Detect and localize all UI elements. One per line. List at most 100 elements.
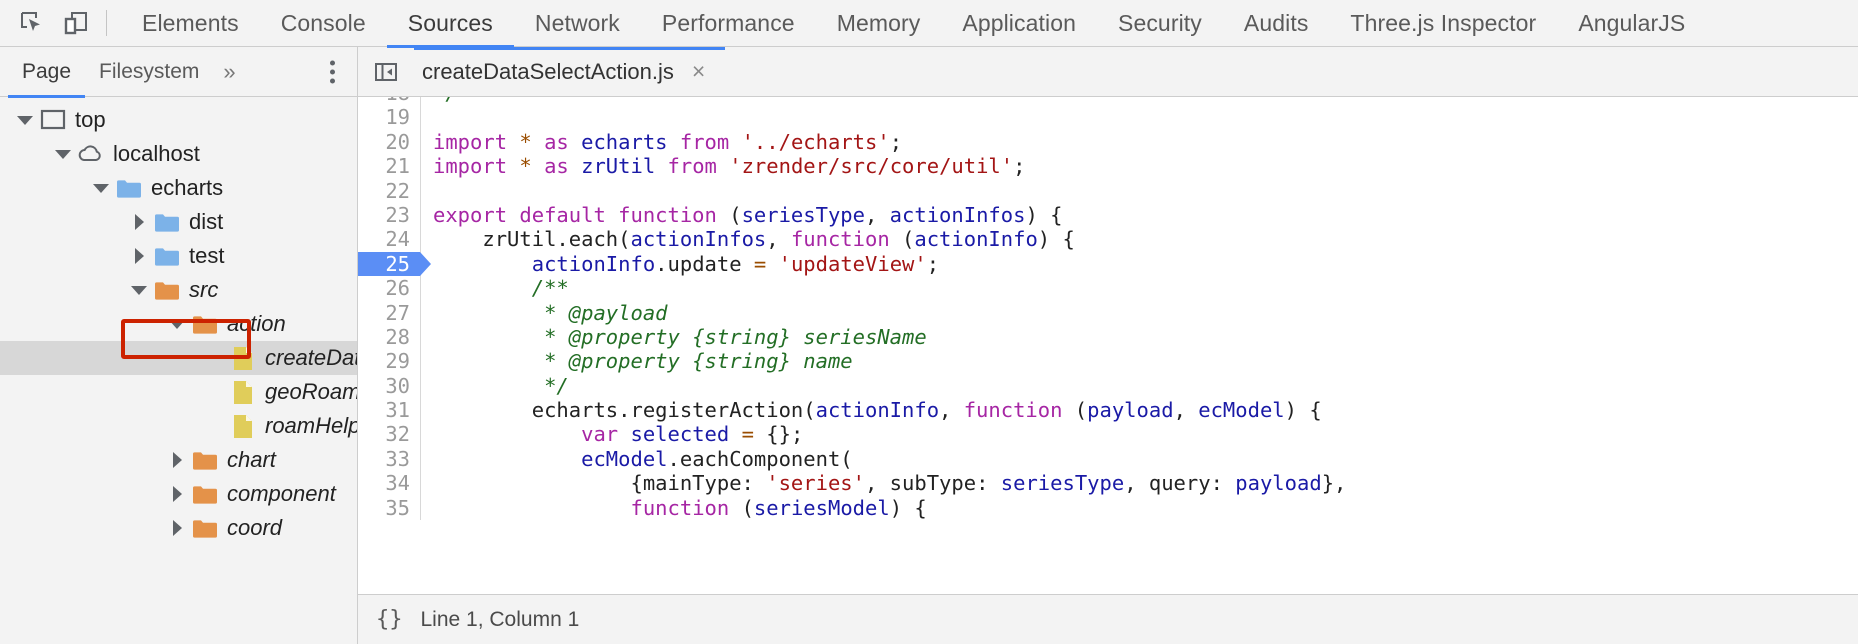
device-toolbar-icon[interactable] — [54, 3, 98, 43]
subtab-label: Page — [22, 59, 72, 83]
chevron-right-icon[interactable] — [166, 452, 188, 468]
subtab-filesystem[interactable]: Filesystem — [85, 47, 213, 97]
tab-security[interactable]: Security — [1097, 0, 1223, 47]
more-subtabs-chevron-icon[interactable]: » — [223, 58, 236, 84]
subtab-page[interactable]: Page — [8, 47, 86, 98]
gutter-divider — [420, 227, 421, 252]
kebab-menu-icon[interactable] — [326, 56, 339, 87]
line-number[interactable]: 31 — [385, 398, 410, 423]
editor-tab-filename: createDataSelectAction.js — [422, 58, 674, 84]
breakpoint-marker[interactable]: 25 — [358, 251, 431, 277]
line-number[interactable]: 30 — [385, 373, 410, 398]
chevron-down-icon[interactable] — [90, 184, 112, 193]
line-number[interactable]: 27 — [385, 300, 410, 325]
chevron-down-icon[interactable] — [52, 150, 74, 159]
subtab-label: Filesystem — [99, 59, 200, 83]
line-number[interactable]: 26 — [385, 276, 410, 301]
tab-console[interactable]: Console — [260, 0, 387, 47]
tab-angularjs[interactable]: AngularJS — [1557, 0, 1706, 47]
tab-performance[interactable]: Performance — [641, 0, 816, 47]
line-number[interactable]: 21 — [385, 154, 410, 179]
gutter-divider — [420, 178, 421, 203]
tree-item-label: geoRoam.js — [265, 379, 357, 404]
tree-item-label: roamHelper.js — [265, 413, 357, 438]
tree-item-top[interactable]: top — [0, 103, 357, 137]
code-line: 28 * @property {string} seriesName — [358, 324, 1858, 350]
chevron-down-icon[interactable] — [128, 286, 150, 295]
tab-audits[interactable]: Audits — [1223, 0, 1330, 47]
chevron-right-icon[interactable] — [166, 486, 188, 502]
line-number[interactable]: 22 — [385, 178, 410, 203]
tab-memory[interactable]: Memory — [816, 0, 942, 47]
tree-item-createdataselectaction-js[interactable]: createDataSelectAction.js — [0, 341, 357, 375]
pretty-print-icon[interactable]: {} — [376, 607, 403, 632]
tab-elements[interactable]: Elements — [121, 0, 260, 47]
tab-network[interactable]: Network — [514, 0, 641, 47]
chevron-right-icon[interactable] — [128, 214, 150, 230]
editor-tab-createdataselectaction[interactable]: createDataSelectAction.js × — [414, 47, 726, 96]
code-line-text: var selected = {}; — [581, 422, 804, 447]
code-line: 31 echarts.registerAction(actionInfo, fu… — [358, 398, 1858, 423]
folder-orange-icon — [190, 450, 220, 471]
tree-item-roamhelper-js[interactable]: roamHelper.js — [0, 409, 357, 443]
code-line-text: ecModel.eachComponent( — [581, 446, 853, 471]
code-line: 26 /** — [358, 276, 1858, 301]
code-line: 24 zrUtil.each(actionInfos, function (ac… — [358, 227, 1858, 252]
code-line-text: * @property {string} name — [544, 349, 853, 374]
tree-item-localhost[interactable]: localhost — [0, 137, 357, 171]
line-number[interactable]: 20 — [385, 129, 410, 154]
gutter-divider — [420, 471, 421, 496]
tree-item-src[interactable]: src — [0, 273, 357, 307]
line-number[interactable]: 18 — [358, 97, 420, 105]
tab-application[interactable]: Application — [941, 0, 1097, 47]
line-number[interactable]: 33 — [385, 446, 410, 471]
show-navigator-icon[interactable] — [358, 47, 414, 96]
tree-item-action[interactable]: action — [0, 307, 357, 341]
editor-status-bar: {} Line 1, Column 1 — [358, 594, 1858, 644]
code-line-text: function (seriesModel) { — [630, 495, 927, 520]
tab-label: Sources — [407, 9, 493, 36]
code-line-text: zrUtil.each(actionInfos, function (actio… — [433, 227, 1075, 252]
chevron-down-icon[interactable] — [14, 116, 36, 125]
panel-tab-list: Elements Console Sources Network Perform… — [121, 0, 1706, 48]
tree-item-dist[interactable]: dist — [0, 205, 357, 239]
line-number[interactable]: 35 — [385, 495, 410, 520]
folder-orange-icon — [152, 280, 182, 301]
tree-item-component[interactable]: component — [0, 477, 357, 511]
cloud-icon — [76, 143, 106, 165]
toolbar-divider — [106, 10, 107, 36]
line-number[interactable]: 32 — [385, 422, 410, 447]
code-line: 22 — [358, 178, 1858, 203]
folder-blue-icon — [114, 178, 144, 199]
code-line: 30 */ — [358, 373, 1858, 399]
tab-label: Network — [534, 9, 620, 36]
inspect-element-icon[interactable] — [10, 3, 54, 43]
tab-label: AngularJS — [1578, 9, 1686, 36]
line-number[interactable]: 34 — [385, 471, 410, 496]
line-number[interactable]: 19 — [385, 105, 410, 130]
chevron-down-icon[interactable] — [166, 320, 188, 329]
line-number[interactable]: 24 — [385, 227, 410, 252]
tab-threejs-inspector[interactable]: Three.js Inspector — [1329, 0, 1557, 47]
tree-item-coord[interactable]: coord — [0, 511, 357, 545]
close-icon[interactable]: × — [691, 58, 706, 84]
code-line-text: */ — [433, 97, 1858, 105]
gutter-divider — [420, 300, 421, 325]
tree-item-test[interactable]: test — [0, 239, 357, 273]
tree-item-echarts[interactable]: echarts — [0, 171, 357, 205]
line-number[interactable]: 23 — [385, 202, 410, 227]
tree-item-georoam-js[interactable]: geoRoam.js — [0, 375, 357, 409]
tab-sources[interactable]: Sources — [386, 0, 514, 48]
folder-blue-icon — [152, 212, 182, 233]
code-line: 35 function (seriesModel) { — [358, 495, 1858, 521]
chevron-right-icon[interactable] — [128, 248, 150, 264]
line-number[interactable]: 29 — [385, 349, 410, 374]
line-number[interactable]: 28 — [385, 324, 410, 349]
tree-item-chart[interactable]: chart — [0, 443, 357, 477]
chevron-right-icon[interactable] — [166, 520, 188, 536]
gutter-divider — [420, 154, 421, 179]
